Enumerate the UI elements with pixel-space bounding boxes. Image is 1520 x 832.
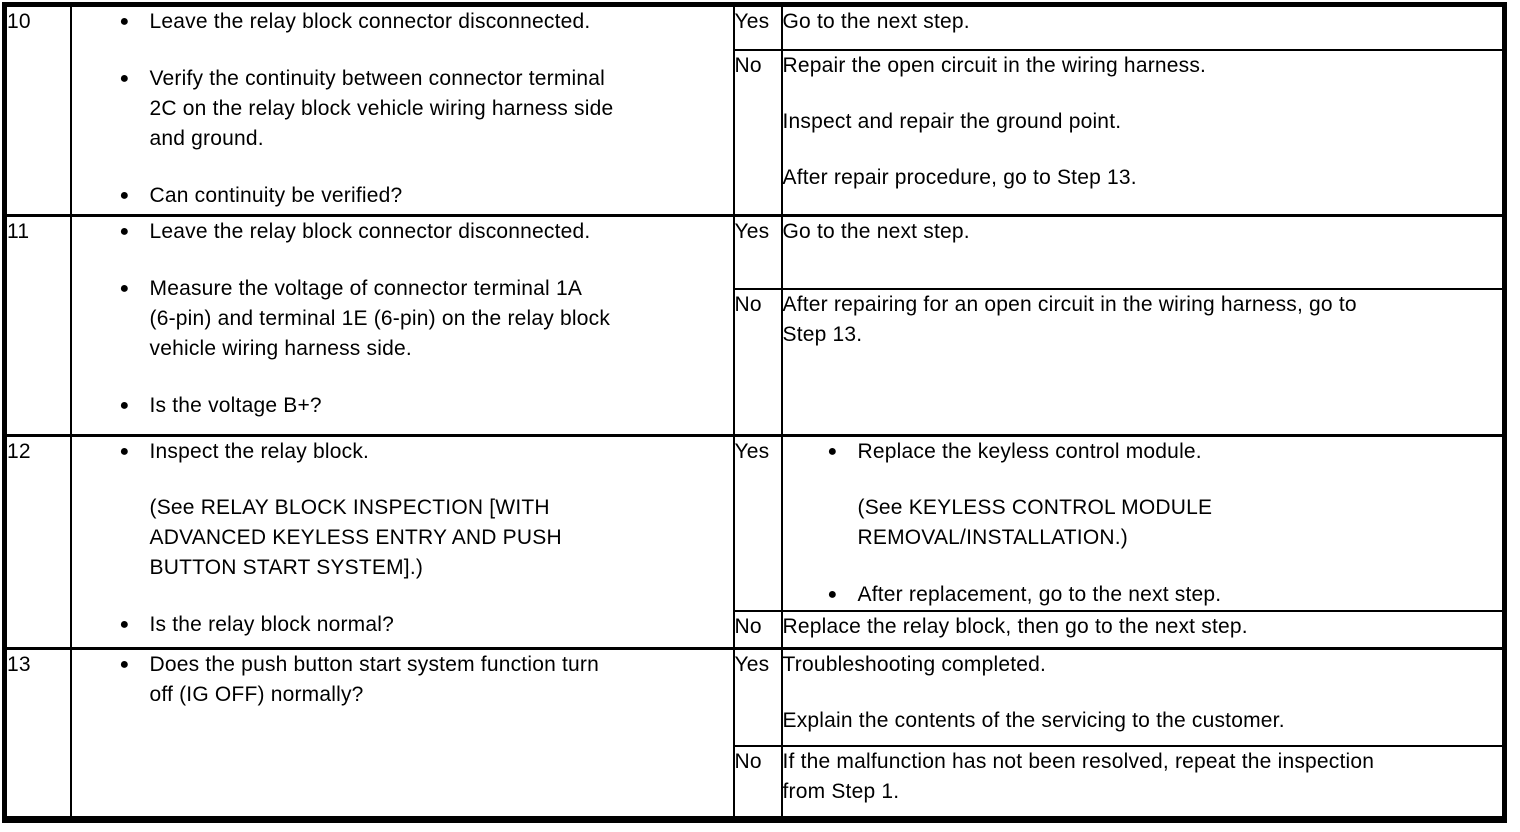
action-cell: Troubleshooting completed. Explain the c… (780, 646, 1506, 747)
list-item: ● Does the push button start system func… (73, 651, 732, 710)
row-step-13-yes: 13 ● Does the push button start system f… (3, 646, 1506, 820)
verdict-label: Yes (734, 440, 770, 463)
bullet-icon: ● (827, 443, 838, 460)
action-text: Repair the open circuit in the wiring ha… (782, 53, 1207, 77)
action-cell: If the malfunction has not been resolved… (780, 745, 1506, 820)
verdict-label: No (734, 615, 762, 638)
step-number: 13 (7, 652, 31, 676)
action-text: Troubleshooting completed. (782, 652, 1047, 676)
inspection-text: Can continuity be verified? (149, 184, 403, 207)
verdict-label: Yes (734, 220, 770, 243)
verdict-cell: No (732, 287, 783, 437)
inspection-cell: ● Leave the relay block connector discon… (69, 3, 735, 217)
list-item: ● Is the voltage B+? (73, 391, 732, 421)
step-number-cell: 12 (3, 434, 72, 649)
inspection-text: Is the voltage B+? (149, 394, 322, 417)
verdict-label: No (734, 750, 762, 773)
bullet-icon: ● (119, 443, 130, 460)
verdict-cell: Yes (732, 3, 783, 51)
bullet-icon: ● (119, 70, 130, 87)
action-text: Go to the next step. (782, 220, 970, 243)
list-item: ● Measure the voltage of connector termi… (73, 274, 732, 364)
bullet-icon: ● (119, 280, 130, 297)
inspection-text: Does the push button start system functi… (149, 652, 599, 706)
action-text: After repairing for an open circuit in t… (782, 292, 1357, 346)
list-item: ● After replacement, go to the next step… (784, 580, 1503, 609)
bullet-icon: ● (119, 13, 130, 30)
list-item: ● Can continuity be verified? (73, 181, 732, 211)
row-step-13-no: No If the malfunction has not been resol… (5, 745, 1506, 820)
step-number-cell: 13 (3, 646, 72, 820)
inspection-text: Is the relay block normal? (149, 613, 394, 636)
verdict-label: No (734, 53, 762, 77)
action-text: Replace the keyless control module. (857, 440, 1202, 463)
action-cell: Repair the open circuit in the wiring ha… (780, 48, 1506, 217)
row-step-11-yes: 11 ● Leave the relay block connector dis… (3, 214, 1506, 437)
action-cell: Go to the next step. (780, 3, 1506, 51)
list-item: ● Verify the continuity between connecto… (73, 64, 732, 154)
bullet-icon: ● (119, 655, 130, 673)
list-item: ● Leave the relay block connector discon… (73, 8, 732, 38)
step-number-cell: 11 (3, 214, 72, 437)
list-item: ● Replace the keyless control module. (S… (784, 438, 1503, 553)
step-number: 10 (7, 10, 31, 33)
action-text: Inspect and repair the ground point. (782, 109, 1122, 133)
inspection-cell: ● Leave the relay block connector discon… (69, 214, 735, 437)
action-reference-note: (See KEYLESS CONTROL MODULE REMOVAL/INST… (857, 496, 1213, 549)
verdict-label: Yes (734, 652, 770, 676)
step-number-cell: 10 (3, 3, 72, 217)
action-text: Replace the relay block, then go to the … (782, 615, 1248, 638)
action-cell: After repairing for an open circuit in t… (780, 287, 1506, 437)
bullet-icon: ● (119, 616, 130, 633)
step-number: 12 (7, 440, 31, 463)
inspection-cell: ● Does the push button start system func… (69, 646, 735, 820)
verdict-label: No (734, 292, 762, 316)
bullet-icon: ● (119, 223, 130, 240)
inspection-text: Inspect the relay block. (149, 440, 370, 463)
verdict-cell: Yes (732, 214, 783, 290)
action-text: If the malfunction has not been resolved… (782, 750, 1375, 803)
bullet-icon: ● (119, 397, 130, 414)
row-step-12-no: No Replace the relay block, then go to t… (5, 610, 1506, 649)
action-cell: ● Replace the keyless control module. (S… (780, 434, 1506, 612)
step-number: 11 (7, 220, 30, 243)
verdict-cell: Yes (732, 434, 783, 612)
row-step-11-no: No After repairing for an open circuit i… (5, 287, 1506, 437)
verdict-label: Yes (734, 10, 770, 33)
inspection-text: Verify the continuity between connector … (149, 67, 614, 150)
bullet-icon: ● (827, 586, 838, 603)
action-cell: Replace the relay block, then go to the … (780, 610, 1506, 649)
verdict-cell: No (732, 48, 783, 217)
list-item: ● Is the relay block normal? (73, 610, 732, 640)
list-item: ● Leave the relay block connector discon… (73, 219, 732, 248)
action-text: Explain the contents of the servicing to… (782, 708, 1285, 732)
action-text: After repair procedure, go to Step 13. (782, 165, 1137, 189)
inspection-cell: ● Inspect the relay block. (See RELAY BL… (69, 434, 735, 649)
troubleshooting-table: 10 ● Leave the relay block connector dis… (2, 2, 1507, 823)
inspection-text: Measure the voltage of connector termina… (149, 277, 611, 360)
inspection-text: Leave the relay block connector disconne… (149, 220, 591, 243)
bullet-icon: ● (119, 187, 130, 204)
action-text: After replacement, go to the next step. (857, 583, 1222, 606)
row-step-12-yes: 12 ● Inspect the relay block. (See RELAY… (3, 434, 1506, 649)
inspection-reference-note: (See RELAY BLOCK INSPECTION [WITH ADVANC… (149, 496, 562, 579)
action-text: Go to the next step. (782, 10, 970, 33)
row-step-10-no: No Repair the open circuit in the wiring… (5, 48, 1506, 217)
verdict-cell: No (732, 610, 783, 649)
list-item: ● Inspect the relay block. (See RELAY BL… (73, 438, 732, 583)
verdict-cell: No (732, 745, 783, 820)
verdict-cell: Yes (732, 646, 783, 747)
row-step-10-yes: 10 ● Leave the relay block connector dis… (3, 3, 1506, 217)
action-cell: Go to the next step. (780, 214, 1506, 290)
inspection-text: Leave the relay block connector disconne… (149, 10, 591, 33)
